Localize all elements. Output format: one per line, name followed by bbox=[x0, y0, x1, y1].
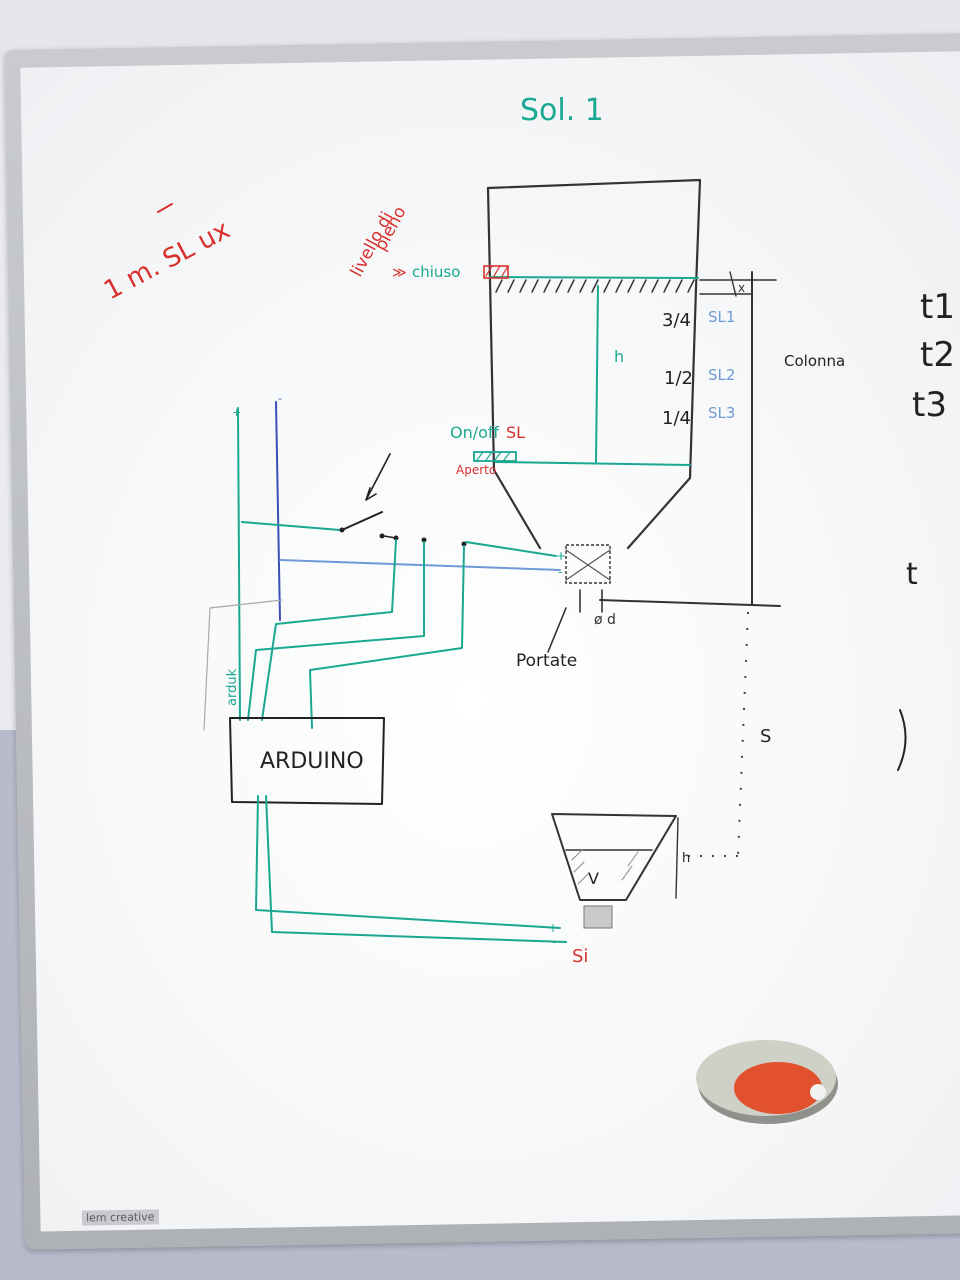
colonna-label: Colonna bbox=[784, 352, 845, 370]
full-level-line bbox=[489, 276, 699, 279]
sl-label: SL bbox=[506, 423, 525, 442]
level-h-label: h bbox=[614, 347, 624, 366]
sensor-low-teal bbox=[473, 451, 517, 462]
wire-arduino-sensor-1 bbox=[255, 795, 561, 929]
x-marker-label: x bbox=[738, 281, 745, 295]
title-text: Sol. 1 bbox=[520, 93, 604, 128]
sl1-label: SL1 bbox=[708, 308, 735, 326]
node-c bbox=[461, 541, 467, 547]
lower-h-label: h bbox=[682, 851, 690, 866]
portata-label: Portate bbox=[516, 651, 577, 671]
faint-wire bbox=[203, 599, 283, 731]
on-off-label: On/off bbox=[450, 423, 500, 442]
volume-v-label: V bbox=[588, 869, 599, 888]
switch-pointer bbox=[365, 453, 391, 501]
node-a bbox=[393, 535, 399, 541]
sl3-label: SL3 bbox=[708, 404, 735, 422]
sensor-full-red bbox=[483, 265, 509, 279]
distance-s-label: S bbox=[760, 726, 771, 747]
sensor-note-red: 1 m. SL ux bbox=[99, 215, 235, 306]
lower-hatch bbox=[571, 849, 639, 885]
valve-cross bbox=[565, 549, 611, 581]
wire-arduino-sensor-2 bbox=[265, 795, 567, 943]
sensor-full-hatch bbox=[485, 265, 509, 277]
wire-to-switch bbox=[241, 521, 341, 531]
arrow-mark: ≫ bbox=[392, 265, 407, 281]
rail-plus-label: + bbox=[232, 406, 241, 419]
feed-label: arduk bbox=[225, 668, 240, 706]
hatch-top bbox=[495, 279, 695, 293]
distance-dots bbox=[737, 611, 749, 857]
brace-right bbox=[897, 709, 907, 771]
chiuso-label: chiuso bbox=[412, 263, 460, 281]
node-b bbox=[421, 537, 427, 543]
overline-mark bbox=[157, 203, 173, 213]
fraction-three-quarter: 3/4 bbox=[662, 310, 691, 331]
t1-label: t1 bbox=[920, 287, 955, 327]
switch-contact-right bbox=[379, 533, 385, 539]
height-arrow bbox=[595, 285, 599, 463]
switch-lever bbox=[341, 511, 383, 531]
eraser-grip bbox=[734, 1062, 822, 1114]
diameter-label: ø d bbox=[594, 612, 616, 628]
fraction-quarter: 1/4 bbox=[662, 408, 691, 429]
rail-plus bbox=[237, 407, 241, 721]
arduino-label: ARDUINO bbox=[260, 749, 364, 774]
low-level-line bbox=[495, 461, 691, 466]
wire-to-valve-plus bbox=[465, 541, 557, 557]
arduino-box bbox=[229, 717, 385, 805]
sl2-label: SL2 bbox=[708, 366, 735, 384]
lower-sensor-block bbox=[583, 905, 613, 929]
column-base bbox=[599, 599, 781, 607]
si-label: Si bbox=[572, 946, 588, 967]
lower-container bbox=[551, 813, 677, 901]
t2-label: t2 bbox=[920, 335, 955, 375]
wire-switch-arduino-2 bbox=[247, 541, 425, 721]
x-marker-lines bbox=[699, 271, 753, 297]
rail-minus bbox=[275, 401, 281, 621]
valve-body bbox=[565, 544, 611, 584]
t-partial-label: t bbox=[906, 557, 918, 592]
whiteboard-eraser-icon[interactable] bbox=[694, 1034, 842, 1126]
eraser-logo bbox=[810, 1084, 826, 1100]
tank-outline-right bbox=[486, 178, 702, 550]
rail-minus-label: - bbox=[278, 392, 282, 405]
lower-height-arrow bbox=[675, 817, 679, 899]
t3-label: t3 bbox=[912, 385, 947, 425]
aperto-label: Aperto bbox=[456, 463, 496, 477]
plus-top: + bbox=[556, 549, 566, 563]
sensor-low-hatch bbox=[476, 451, 511, 461]
wire-switch-arduino-1 bbox=[261, 539, 397, 721]
fraction-half: 1/2 bbox=[664, 368, 693, 389]
wire-switch-arduino-3 bbox=[309, 545, 465, 729]
minus-top: - bbox=[558, 565, 562, 579]
wire-minus-to-valve bbox=[279, 559, 561, 571]
portata-pointer bbox=[547, 607, 567, 653]
tank-outline-left bbox=[486, 186, 542, 550]
